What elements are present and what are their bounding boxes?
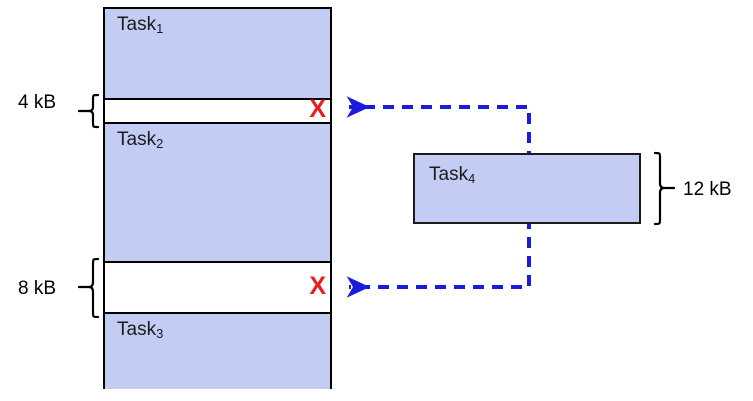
free-hole-8kb: X	[105, 263, 330, 312]
size-label-12kb: 12 kB	[683, 179, 732, 200]
memory-block-task-3: Task3	[105, 312, 330, 389]
incoming-task-4-box: Task4	[413, 153, 641, 224]
memory-block-task-2-label: Task2	[117, 129, 164, 152]
memory-block-task-3-label: Task3	[117, 319, 164, 342]
brace-12kb-icon	[653, 151, 676, 226]
incoming-task-4-label: Task4	[429, 164, 476, 187]
reject-mark-8kb-icon: X	[309, 272, 326, 300]
memory-block-task-1-label: Task1	[117, 14, 164, 37]
brace-4kb-icon	[77, 93, 100, 129]
memory-column: Task1 X Task2 X Task3	[103, 7, 332, 389]
free-hole-4kb: X	[105, 95, 330, 123]
memory-block-task-1: Task1	[105, 9, 330, 100]
memory-block-task-2: Task2	[105, 122, 330, 263]
size-label-4kb: 4 kB	[18, 92, 57, 113]
brace-8kb-icon	[77, 257, 100, 319]
reject-mark-4kb-icon: X	[309, 95, 326, 123]
size-label-8kb: 8 kB	[18, 278, 57, 299]
